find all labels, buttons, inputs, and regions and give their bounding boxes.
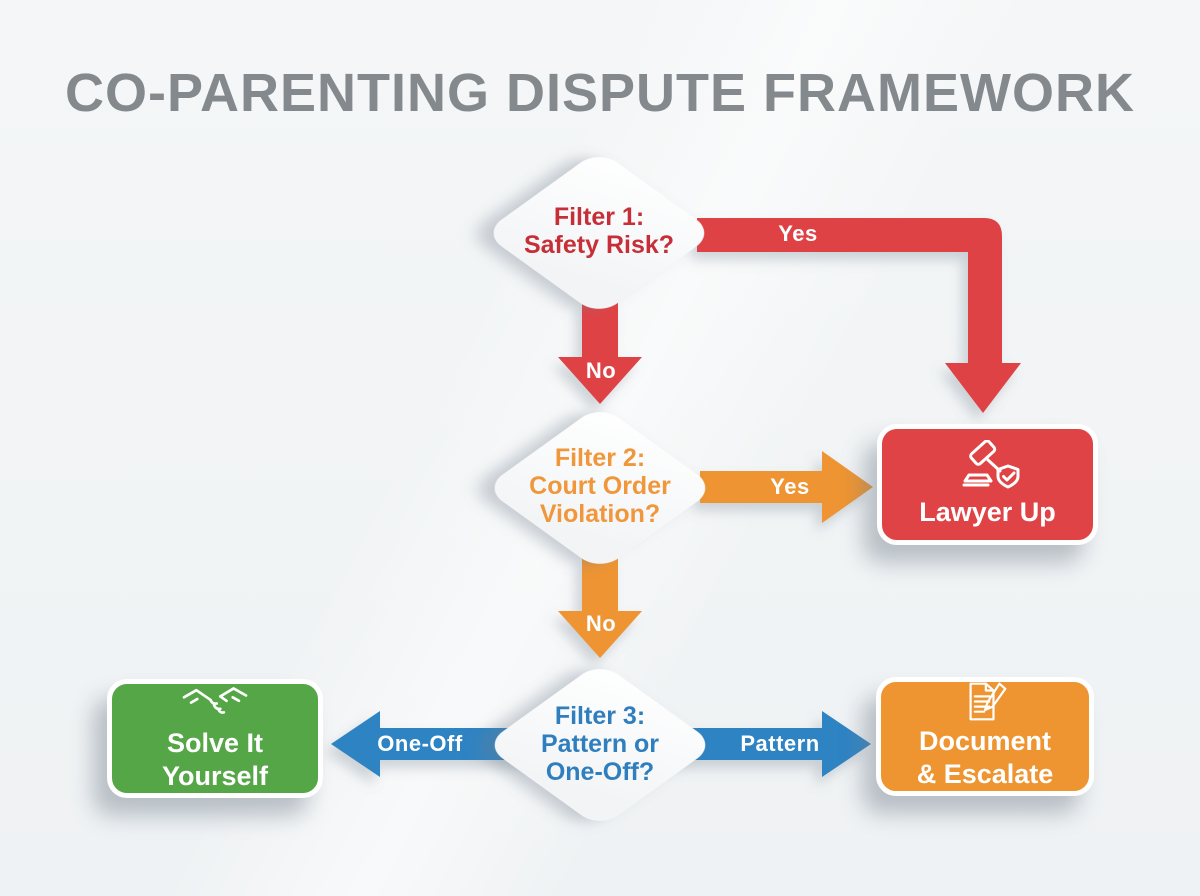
filter1-label: Filter 1: Safety Risk? bbox=[523, 203, 675, 259]
arrow-filter2-yes bbox=[700, 451, 873, 523]
diamond-filter1 bbox=[493, 157, 705, 309]
page-title: CO-PARENTING DISPUTE FRAMEWORK bbox=[65, 63, 1135, 123]
filter3-pattern-label: Pattern bbox=[740, 731, 820, 756]
filter2-no-label: No bbox=[585, 611, 617, 636]
arrow-filter1-no bbox=[558, 300, 642, 404]
filter2-label: Filter 2: Court Order Violation? bbox=[529, 444, 671, 528]
document-pencil-icon bbox=[969, 682, 1007, 721]
solve-it-yourself-label: Solve It Yourself bbox=[161, 728, 269, 791]
filter3-label: Filter 3: Pattern or One-Off? bbox=[540, 702, 660, 786]
diamond-filter2 bbox=[494, 412, 706, 564]
document-escalate-label: Document & Escalate bbox=[916, 726, 1054, 789]
filter2-yes-label: Yes bbox=[770, 474, 810, 499]
solve-it-yourself-box: Solve It Yourself bbox=[107, 679, 323, 798]
filter3-one-off-label: One-Off bbox=[377, 731, 463, 756]
gavel-shield-icon bbox=[962, 440, 1019, 489]
arrow-filter1-yes-elbow bbox=[697, 218, 1021, 413]
lawyer-up-label: Lawyer Up bbox=[919, 497, 1056, 527]
lawyer-up-box: Lawyer Up bbox=[877, 424, 1098, 545]
filter1-yes-label: Yes bbox=[778, 221, 818, 246]
handshake-icon bbox=[182, 687, 248, 714]
document-escalate-box: Document & Escalate bbox=[876, 677, 1094, 796]
diamond-filter3 bbox=[494, 669, 706, 821]
filter1-no-label: No bbox=[585, 358, 617, 383]
arrow-filter2-no bbox=[558, 555, 642, 658]
